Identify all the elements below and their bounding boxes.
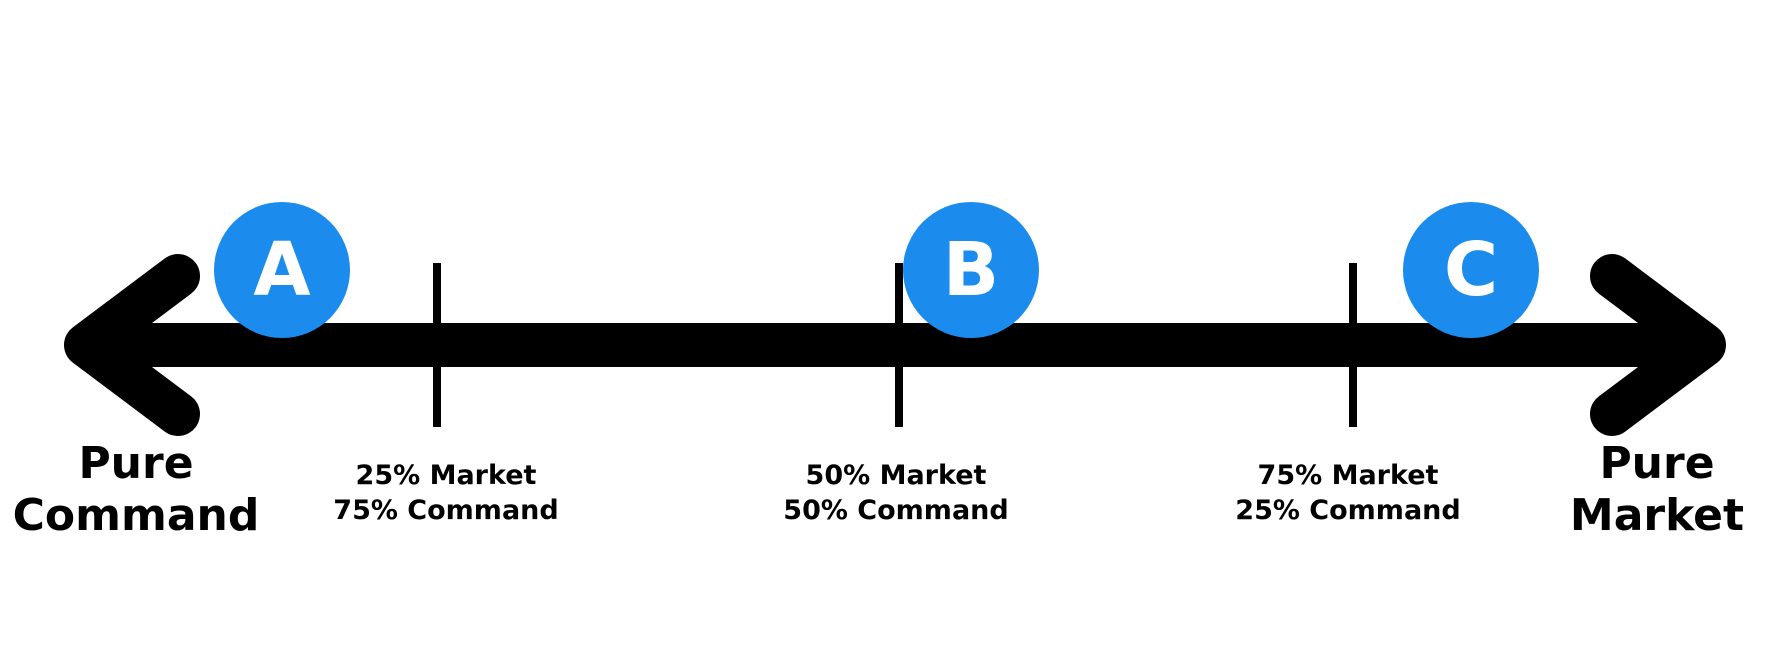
tick-label-50-line-1: 50% Market bbox=[805, 460, 987, 491]
right-end-label: Pure Market bbox=[1527, 438, 1787, 542]
marker-b: B bbox=[903, 202, 1039, 338]
tick-mark-25 bbox=[433, 263, 441, 427]
tick-label-25-line-1: 25% Market bbox=[355, 460, 537, 491]
left-arrowhead bbox=[64, 254, 200, 436]
right-end-label-line-2: Market bbox=[1569, 490, 1745, 541]
tick-mark-75 bbox=[1349, 263, 1357, 427]
tick-label-50-line-2: 50% Command bbox=[783, 495, 1009, 526]
tick-label-50: 50% Market 50% Command bbox=[756, 458, 1036, 528]
left-end-label-line-2: Command bbox=[12, 490, 260, 541]
right-end-label-line-1: Pure bbox=[1599, 438, 1715, 489]
tick-mark-50 bbox=[895, 263, 903, 427]
tick-label-75: 75% Market 25% Command bbox=[1208, 458, 1488, 528]
tick-label-75-line-1: 75% Market bbox=[1257, 460, 1439, 491]
left-end-label-line-1: Pure bbox=[78, 438, 194, 489]
right-arrowhead bbox=[1590, 254, 1726, 436]
tick-label-25-line-2: 75% Command bbox=[333, 495, 559, 526]
marker-c: C bbox=[1403, 202, 1539, 338]
tick-label-75-line-2: 25% Command bbox=[1235, 495, 1461, 526]
left-end-label: Pure Command bbox=[6, 438, 266, 542]
marker-a: A bbox=[214, 202, 350, 338]
tick-label-25: 25% Market 75% Command bbox=[306, 458, 586, 528]
